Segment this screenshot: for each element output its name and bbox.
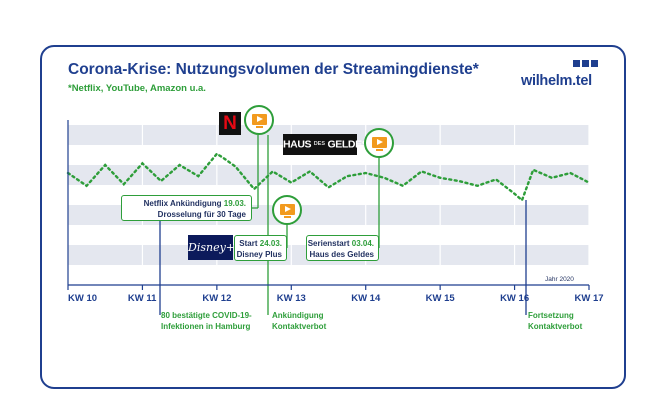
annotation-label: Serienstart — [307, 239, 350, 248]
x-tick-label: KW 17 — [574, 293, 604, 304]
annotation-netflix: Netflix Ankündigung 19.03. Drosselung fü… — [121, 195, 252, 221]
note-line: Ankündigung — [272, 311, 324, 320]
annotation-disney: Start 24.03. Disney Plus — [234, 235, 287, 261]
x-tick-label: KW 12 — [202, 293, 232, 304]
x-tick-label: KW 14 — [351, 293, 381, 304]
netflix-logo: N — [219, 112, 241, 135]
logo-squares-icon — [573, 60, 580, 67]
annotation-text: Drosselung für 30 Tage — [157, 210, 246, 219]
brand-logo: wilhelm.tel — [521, 60, 599, 94]
annotation-text: Disney Plus — [236, 250, 282, 259]
logo-squares-icon — [582, 60, 589, 67]
x-tick-label: KW 16 — [500, 293, 530, 304]
note-line: Fortsetzung — [528, 311, 574, 320]
chart-band — [68, 165, 589, 185]
chart-band — [68, 145, 589, 165]
annotation-text: Haus des Geldes — [309, 250, 374, 259]
disney-plus-logo: Disney+ — [188, 235, 235, 260]
x-tick-label: KW 11 — [127, 293, 157, 304]
note-line: 80 bestätigte COVID-19- — [161, 311, 252, 320]
note-contact-ban-continued: Fortsetzung Kontaktverbot — [528, 310, 582, 332]
haus-des-geldes-logo: HAUS DES GELDES — [283, 134, 369, 155]
haus-logo-c: GELDES — [327, 138, 369, 151]
chart-title: Corona-Krise: Nutzungsvolumen der Stream… — [68, 61, 479, 78]
tv-play-icon — [244, 105, 274, 135]
note-covid-infections: 80 bestätigte COVID-19- Infektionen in H… — [161, 310, 252, 332]
series-line — [66, 152, 591, 203]
annotation-haus: Serienstart 03.04. Haus des Geldes — [306, 235, 379, 261]
haus-logo-a: HAUS — [283, 138, 312, 151]
note-line: Kontaktverbot — [528, 322, 583, 331]
chart-band — [68, 265, 589, 285]
x-tick-label: KW 13 — [276, 293, 306, 304]
note-line: Kontaktverbot — [272, 322, 327, 331]
year-label: Jahr 2020 — [545, 276, 574, 283]
note-line: Infektionen in Hamburg — [161, 322, 251, 331]
logo-text: wilhelm.tel — [521, 73, 592, 89]
note-contact-ban: Ankündigung Kontaktverbot — [272, 310, 326, 332]
annotation-date: 03.04. — [351, 239, 374, 248]
annotation-date: 19.03. — [223, 199, 246, 208]
annotation-label: Netflix Ankündigung — [143, 199, 222, 208]
tv-play-icon — [272, 195, 302, 225]
annotation-label: Start — [239, 239, 258, 248]
x-tick-label: KW 15 — [425, 293, 455, 304]
tv-play-icon — [364, 128, 394, 158]
chart-subtitle: *Netflix, YouTube, Amazon u.a. — [68, 83, 206, 94]
annotation-date: 24.03. — [259, 239, 282, 248]
logo-squares-icon — [591, 60, 598, 67]
x-tick-label: KW 10 — [68, 293, 98, 304]
haus-logo-b: DES — [313, 141, 325, 147]
x-ticks — [67, 285, 590, 290]
